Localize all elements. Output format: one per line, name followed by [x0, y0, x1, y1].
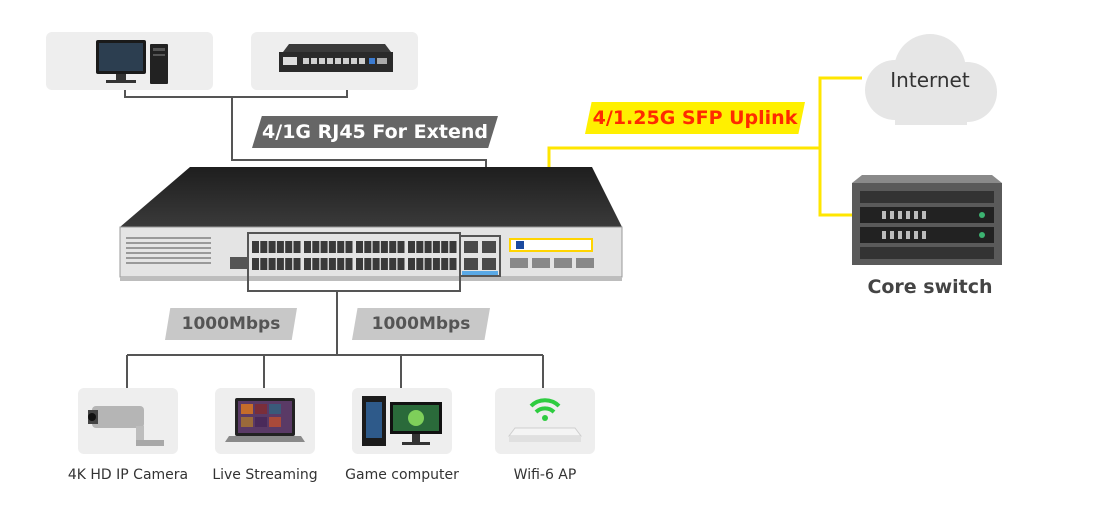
endpoint-card-ap — [495, 388, 595, 454]
rj45-port — [276, 241, 284, 253]
rj45-port — [304, 258, 311, 270]
rj45-port — [285, 258, 293, 270]
poe-switch — [119, 167, 623, 292]
rj45-port — [449, 258, 457, 270]
sfp-ports — [510, 258, 594, 268]
rj45-port — [268, 258, 276, 270]
rj45-port-grid — [252, 241, 457, 270]
endpoint-card-laptop — [215, 388, 315, 454]
rj45-port — [432, 241, 440, 253]
rj45-port — [364, 241, 372, 253]
speed-banner-right: 1000Mbps — [352, 308, 490, 340]
rj45-port — [408, 241, 415, 253]
rj45-port — [389, 241, 397, 253]
rj45-port — [328, 258, 336, 270]
wifi-ap-icon — [508, 398, 582, 442]
rj45-port — [328, 241, 336, 253]
core-switch-label: Core switch — [867, 276, 993, 298]
rj45-port — [293, 241, 301, 253]
internet-cloud-icon — [865, 34, 997, 125]
speed-banner-left: 1000Mbps — [165, 308, 297, 340]
core-uplink-line — [818, 148, 855, 217]
console-port — [230, 257, 248, 269]
rj45-port — [416, 241, 424, 253]
small-switch-device-card — [251, 32, 418, 90]
rj45-port — [356, 241, 363, 253]
rj45-port — [276, 258, 284, 270]
rj45-port — [380, 241, 388, 253]
desktop-device-card — [46, 32, 213, 90]
rj45-port — [304, 241, 311, 253]
rj45-port — [285, 241, 293, 253]
gaming-pc-icon — [362, 396, 442, 446]
rj45-port — [312, 258, 320, 270]
endpoint-caption: Game computer — [345, 467, 459, 483]
endpoint-caption: 4K HD IP Camera — [67, 467, 189, 483]
rj45-port — [416, 258, 424, 270]
rj45-port — [356, 258, 363, 270]
extend-highlight-box — [459, 235, 501, 277]
rj45-port — [252, 241, 259, 253]
rj45-port — [424, 258, 432, 270]
rj45-extend-banner: 4/1G RJ45 For Extend — [252, 116, 498, 148]
endpoint-card-pc — [352, 388, 452, 454]
rj45-port — [345, 241, 353, 253]
small-switch-icon — [279, 44, 393, 72]
rj45-port — [424, 241, 432, 253]
endpoint-caption: Wifi-6 AP — [513, 467, 577, 483]
laptop-icon — [225, 398, 305, 442]
rj45-port — [372, 258, 380, 270]
switch-link-line — [232, 88, 348, 98]
rj45-port — [337, 241, 345, 253]
rj45-port — [320, 241, 328, 253]
rj45-port — [252, 258, 259, 270]
rj45-port — [364, 258, 372, 270]
rj45-port — [337, 258, 345, 270]
endpoint-caption: Live Streaming — [212, 467, 318, 483]
sfp-uplink-banner: 4/1.25G SFP Uplink — [585, 102, 805, 134]
rj45-port — [397, 258, 405, 270]
rj45-port — [260, 258, 268, 270]
core-switch-icon — [852, 175, 1002, 265]
rj45-port — [441, 241, 449, 253]
rj45-port — [408, 258, 415, 270]
rj45-port — [345, 258, 353, 270]
rj45-port — [389, 258, 397, 270]
rj45-port — [268, 241, 276, 253]
rj45-port — [380, 258, 388, 270]
rj45-port — [320, 258, 328, 270]
rj45-port — [432, 258, 440, 270]
rj45-port — [293, 258, 301, 270]
rj45-port — [397, 241, 405, 253]
extend-ports — [464, 241, 496, 270]
rj45-port — [260, 241, 268, 253]
rj45-port — [441, 258, 449, 270]
rj45-port — [312, 241, 320, 253]
ip-camera-icon — [88, 406, 164, 446]
internet-label: Internet — [890, 68, 970, 92]
rj45-port — [449, 241, 457, 253]
endpoint-card-camera — [78, 388, 178, 454]
switch-top-lid — [120, 167, 622, 227]
rj45-port — [372, 241, 380, 253]
desktop-computer-icon — [96, 40, 168, 84]
sfp-label-plate — [509, 238, 593, 252]
